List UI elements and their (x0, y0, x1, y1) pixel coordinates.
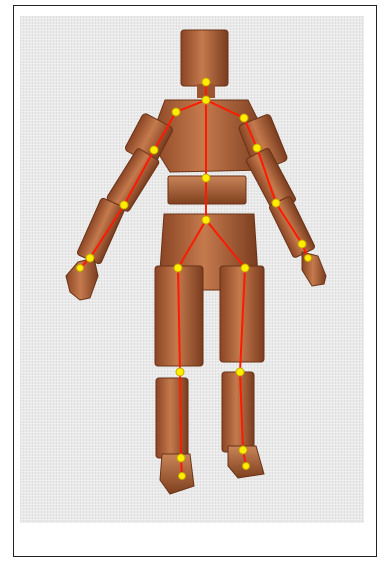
mannequin-left-shin (156, 378, 188, 458)
bone-left-shin (180, 372, 181, 458)
mannequin-left-forearm (77, 197, 126, 264)
joint-head[interactable] (202, 78, 210, 86)
joint-right-hip[interactable] (241, 264, 249, 272)
joint-right-knee[interactable] (236, 368, 244, 376)
joint-left-hand-tip[interactable] (77, 265, 84, 272)
joint-right-wrist[interactable] (298, 240, 306, 248)
joint-neck[interactable] (202, 96, 210, 104)
joint-left-knee[interactable] (176, 368, 184, 376)
joint-left-toe[interactable] (179, 473, 186, 480)
joint-right-clavicle[interactable] (240, 114, 248, 122)
joint-left-clavicle[interactable] (172, 108, 180, 116)
mannequin-body (66, 30, 326, 494)
joint-left-hip[interactable] (174, 264, 182, 272)
joint-left-shoulder[interactable] (150, 146, 158, 154)
joint-pelvis[interactable] (202, 216, 210, 224)
joint-right-toe[interactable] (243, 463, 250, 470)
joint-left-wrist[interactable] (86, 254, 94, 262)
joint-spine-mid[interactable] (202, 174, 210, 182)
joint-right-elbow[interactable] (272, 199, 280, 207)
joint-right-shoulder[interactable] (253, 144, 261, 152)
mannequin-head (181, 30, 228, 86)
joint-left-elbow[interactable] (120, 201, 128, 209)
joint-right-ankle[interactable] (239, 446, 247, 454)
joint-left-ankle[interactable] (177, 454, 185, 462)
mannequin-right-shin (222, 372, 254, 452)
joint-right-hand-tip[interactable] (305, 255, 312, 262)
mannequin-left-hand (66, 258, 98, 300)
